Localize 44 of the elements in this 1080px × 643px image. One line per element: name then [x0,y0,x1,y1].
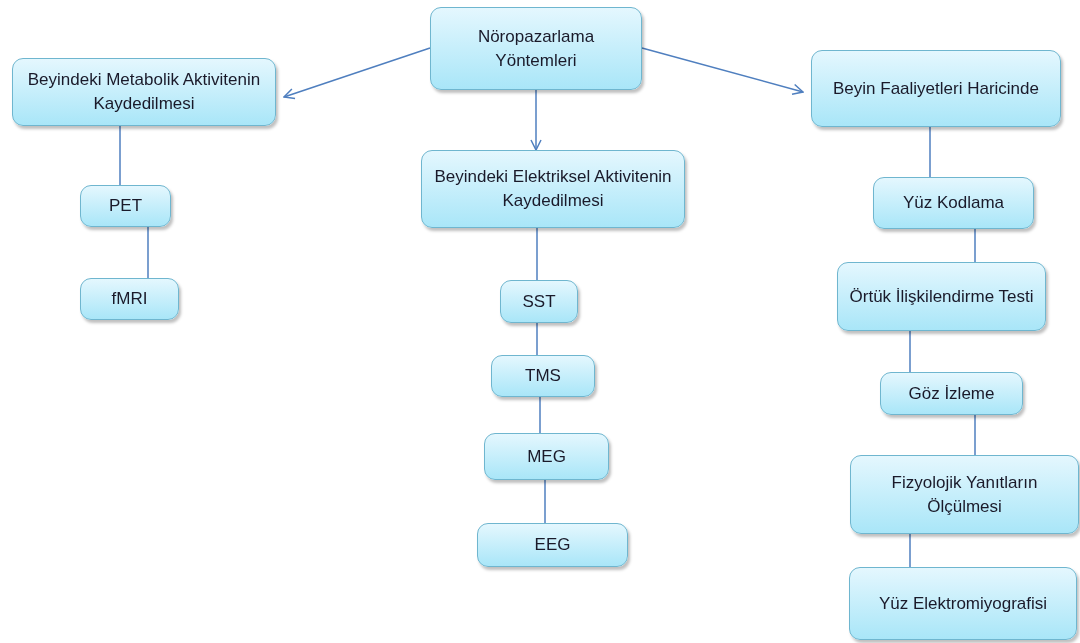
connector-line [544,479,546,524]
process-box [477,523,628,567]
process-box [500,280,578,323]
process-box [849,567,1077,640]
connector-line [119,125,121,186]
process-box [430,7,642,90]
connector-line [974,228,976,263]
node-label: Beyindeki Metabolik Aktivitenin Kaydedilmesi [26,69,262,115]
connector-line [909,533,911,568]
node-label: Göz İzleme [908,382,995,405]
node-label: PET [108,195,143,217]
process-box [873,177,1034,229]
node-label: Beyin Faaliyetleri Haricinde [833,77,1039,100]
node-label: Yüz Elektromiyografisi [878,592,1048,615]
node-label: fMRI [111,288,148,310]
connector-line [536,227,538,281]
process-box [880,372,1023,415]
process-box [491,355,595,397]
process-box [12,58,276,126]
arrow [641,47,804,95]
connector-line [929,126,931,178]
process-box [80,185,171,227]
node-label: Beyindeki Elektriksel Aktivitenin Kaydedilmesi [433,166,673,212]
arrow [530,89,542,151]
process-box [811,50,1061,127]
connector-line [536,322,538,356]
connector-line [147,226,149,279]
node-label: SST [522,290,556,313]
connector-line [909,330,911,373]
node-label: Nöropazarlama Yöntemleri [476,25,596,72]
connector-line [539,396,541,434]
process-box [850,455,1079,534]
arrow [283,47,431,100]
node-label: Yüz Kodlama [902,192,1005,214]
node-label: Örtük İlişkilendirme Testi [849,285,1034,308]
process-box [484,433,609,480]
process-box [837,262,1046,331]
node-label: Fizyolojik Yanıtların Ölçülmesi [890,471,1039,518]
node-label: EEG [534,534,571,556]
node-label: MEG [527,445,566,468]
connector-line [974,414,976,456]
process-box [80,278,179,320]
node-label: TMS [525,365,561,387]
process-box [421,150,685,228]
